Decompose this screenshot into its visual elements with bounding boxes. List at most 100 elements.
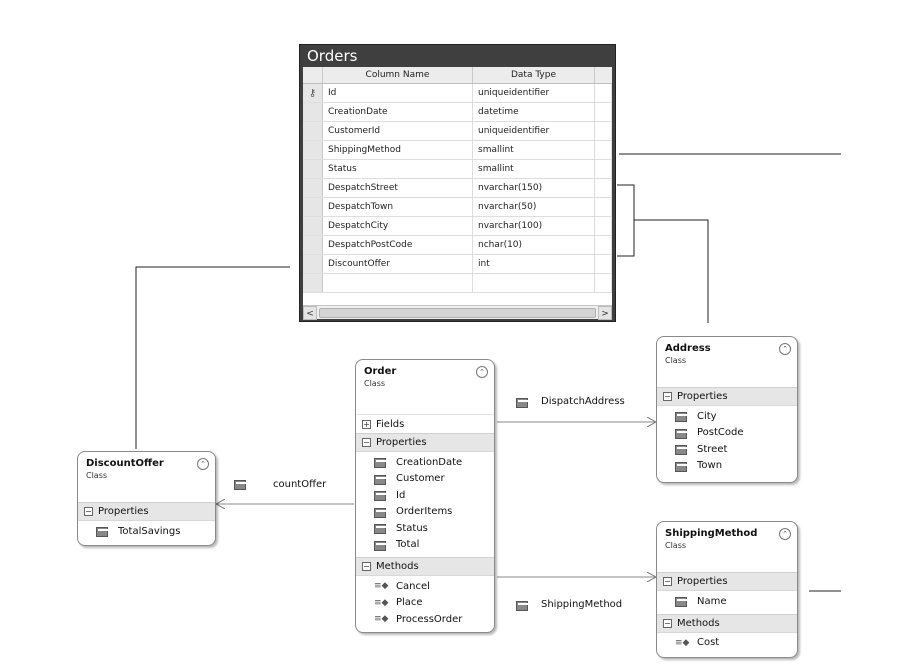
class-name: DiscountOffer [86,458,164,469]
collapse-section-icon[interactable]: − [84,507,93,516]
property-item[interactable]: CreationDate [356,454,494,471]
properties-list: TotalSavings [78,521,215,544]
method-item[interactable]: ≡◆Cancel [356,578,494,595]
collapse-icon[interactable]: ⌃ [779,343,791,355]
scroll-left-button[interactable]: < [303,305,317,320]
property-item[interactable]: TotalSavings [78,523,215,540]
shippingmethod-class-box[interactable]: ShippingMethod Class ⌃ − Properties Name… [656,521,798,658]
data-type-cell[interactable]: datetime [473,103,595,121]
property-item[interactable]: Town [657,458,797,475]
collapse-section-icon[interactable]: − [663,577,672,586]
column-name-cell[interactable]: DiscountOffer [323,255,473,273]
extra-cell [595,122,612,140]
method-item[interactable]: ≡◆ProcessOrder [356,611,494,628]
data-type-cell[interactable]: uniqueidentifier [473,122,595,140]
property-item[interactable]: Customer [356,471,494,488]
collapse-icon[interactable]: ⌃ [197,458,209,470]
property-item[interactable]: PostCode [657,425,797,442]
section-label: Methods [376,561,419,572]
column-name-cell[interactable]: DespatchPostCode [323,236,473,254]
collapse-icon[interactable]: ⌃ [476,366,488,378]
row-selector[interactable] [303,236,323,254]
shipping-association-label[interactable]: ShippingMethod [541,599,623,610]
method-item[interactable]: ≡◆Cost [657,635,797,652]
properties-section[interactable]: − Properties [78,502,215,521]
table-title: Orders [307,47,358,65]
scroll-thumb[interactable] [319,307,596,318]
column-name-cell[interactable]: DespatchCity [323,217,473,235]
key-icon: ⚷ [308,88,317,99]
class-stereotype: Class [665,356,687,365]
collapse-section-icon[interactable]: − [362,562,371,571]
column-name-cell[interactable]: ShippingMethod [323,141,473,159]
property-item[interactable]: Status [356,520,494,537]
row-selector[interactable] [303,217,323,235]
property-item[interactable]: Id [356,487,494,504]
fields-section[interactable]: + Fields [356,414,494,433]
collapse-section-icon[interactable]: − [663,618,672,628]
property-name: OrderItems [396,506,453,518]
collapse-section-icon[interactable]: − [362,438,371,447]
collapse-icon[interactable]: ⌃ [779,528,791,540]
method-icon: ≡◆ [374,614,389,625]
method-item[interactable]: ≡◆Place [356,595,494,612]
order-class-box[interactable]: Order Class ⌃ + Fields − Properties Crea… [355,359,495,633]
row-selector[interactable] [303,122,323,140]
column-name-cell[interactable]: Id [323,84,473,102]
data-type-cell[interactable]: nvarchar(50) [473,198,595,216]
column-name-cell[interactable]: CreationDate [323,103,473,121]
data-type-cell[interactable]: uniqueidentifier [473,84,595,102]
section-label: Methods [677,617,720,629]
collapse-section-icon[interactable]: − [663,392,672,401]
properties-section[interactable]: − Properties [657,387,797,406]
property-item[interactable]: OrderItems [356,504,494,521]
row-selector[interactable] [303,141,323,159]
row-selector[interactable] [303,179,323,197]
property-item[interactable]: Name [657,593,797,610]
expand-icon[interactable]: + [362,419,371,429]
column-name-cell[interactable]: DespatchTown [323,198,473,216]
row-selector[interactable] [303,160,323,178]
methods-section[interactable]: − Methods [356,557,494,576]
data-type-cell[interactable]: nvarchar(150) [473,179,595,197]
property-item[interactable]: Street [657,441,797,458]
data-type-cell[interactable]: smallint [473,141,595,159]
properties-section[interactable]: − Properties [356,433,494,452]
horizontal-scrollbar[interactable]: < > [303,305,612,320]
methods-section[interactable]: − Methods [657,613,797,633]
row-selector[interactable] [303,103,323,121]
empty-table-row[interactable] [303,274,612,293]
data-type-cell[interactable]: nvarchar(100) [473,217,595,235]
row-selector[interactable] [303,198,323,216]
discount-association-label[interactable]: countOffer [273,479,327,490]
section-label: Properties [677,576,728,587]
discountoffer-class-box[interactable]: DiscountOffer Class ⌃ − Properties Total… [77,451,216,546]
column-name-cell[interactable]: DespatchStreet [323,179,473,197]
column-name-cell[interactable]: Status [323,160,473,178]
key-icon[interactable]: ⚷ [303,84,323,102]
data-type-cell[interactable]: nchar(10) [473,236,595,254]
property-item[interactable]: City [657,408,797,425]
scroll-right-button[interactable]: > [598,305,612,320]
class-stereotype: Class [86,471,108,480]
data-type-cell[interactable]: int [473,255,595,273]
column-name-cell[interactable]: CustomerId [323,122,473,140]
dispatch-association-label[interactable]: DispatchAddress [541,396,625,407]
row-selector[interactable] [303,255,323,273]
data-type-cell[interactable]: smallint [473,160,595,178]
scroll-track[interactable] [317,307,598,319]
property-item[interactable]: Total [356,537,494,554]
properties-section[interactable]: − Properties [657,572,797,591]
